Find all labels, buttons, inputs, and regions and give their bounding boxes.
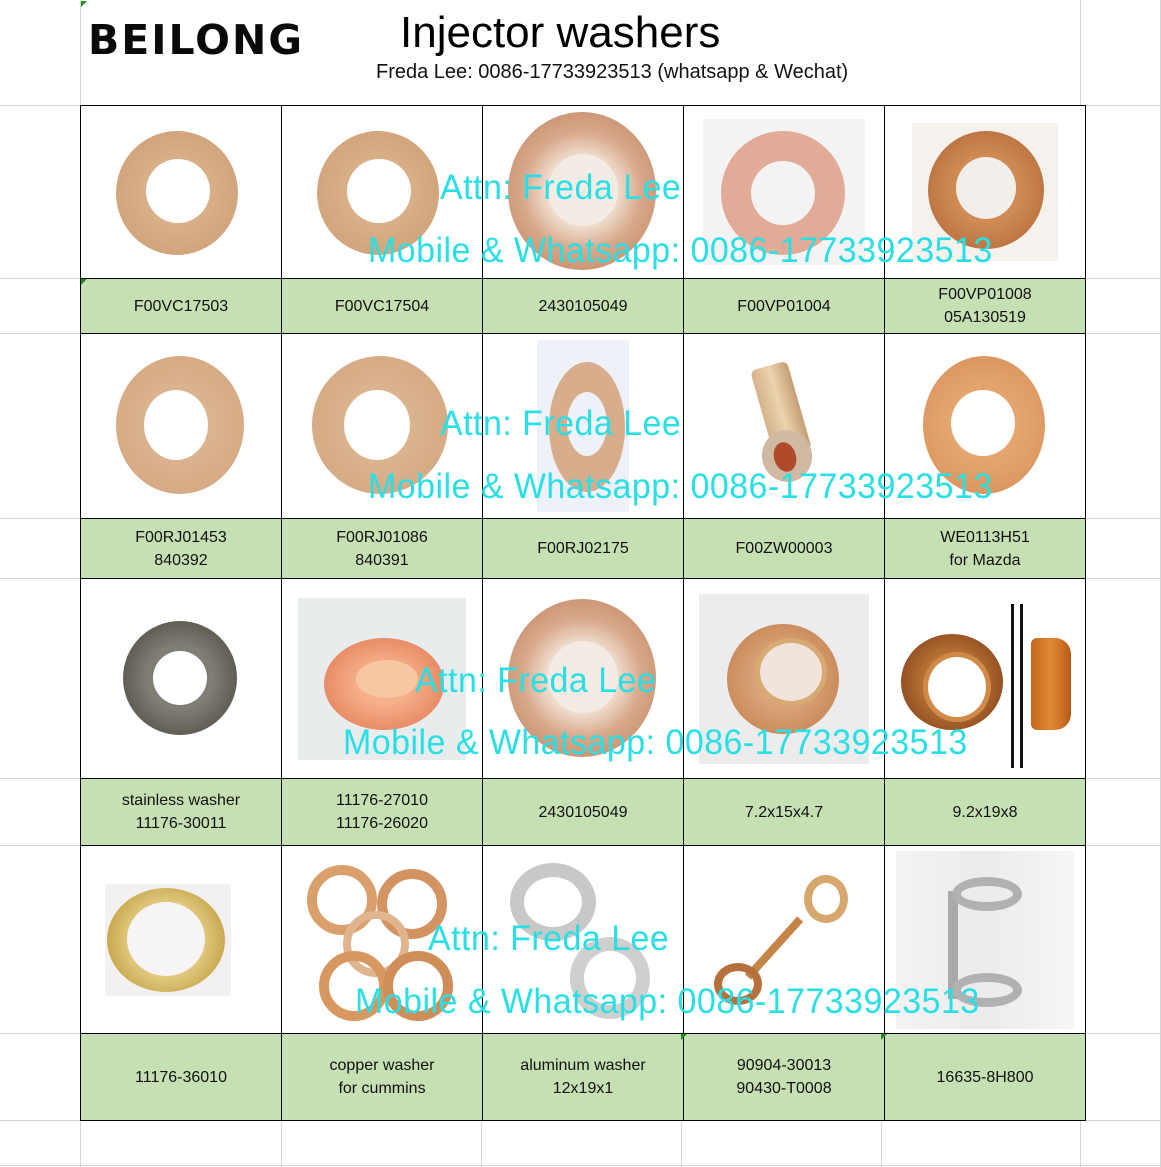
copper-washer-icon xyxy=(317,127,447,257)
grid-line xyxy=(881,1120,882,1167)
product-image-cell xyxy=(884,578,1086,779)
aluminum-washer-icon xyxy=(508,855,658,1025)
image-row xyxy=(80,578,1086,779)
part-number-cell: F00VC17504 xyxy=(281,278,483,334)
part-number-cell: F00VP01004 xyxy=(683,278,885,334)
grid-line xyxy=(0,278,80,279)
grid-line xyxy=(1080,1033,1161,1034)
grid-line xyxy=(1080,578,1161,579)
product-image-cell xyxy=(281,845,483,1034)
product-image-cell xyxy=(884,105,1086,279)
grid-line xyxy=(1080,278,1161,279)
part-number-cell: F00ZW00003 xyxy=(683,518,885,579)
product-image-cell xyxy=(482,845,684,1034)
product-image-cell xyxy=(281,578,483,779)
washer-with-side-view-icon xyxy=(895,594,1075,768)
product-image-cell xyxy=(80,333,282,519)
grid-line xyxy=(0,578,80,579)
product-image-cell xyxy=(482,333,684,519)
grid-line xyxy=(0,333,80,334)
page-title: Injector washers xyxy=(400,8,721,57)
product-image-cell xyxy=(482,105,684,279)
grid-line xyxy=(1080,845,1161,846)
grid-line xyxy=(0,778,80,779)
product-image-cell xyxy=(683,333,885,519)
image-row xyxy=(80,333,1086,519)
copper-washer-icon xyxy=(923,356,1047,496)
brass-ring-icon xyxy=(105,883,231,996)
grid-line xyxy=(0,1165,1161,1166)
product-table: F00VC17503 F00VC17504 2430105049 F00VP01… xyxy=(80,105,1086,1121)
image-row xyxy=(80,105,1086,279)
copper-wire-loop-icon xyxy=(704,865,864,1015)
grid-line xyxy=(0,845,80,846)
grid-line xyxy=(1080,333,1161,334)
part-number-cell: 9.2x19x8 xyxy=(884,778,1086,846)
grid-line xyxy=(1080,518,1161,519)
product-image-cell xyxy=(884,845,1086,1034)
part-number-cell: F00RJ02175 xyxy=(482,518,684,579)
part-number-cell: 16635-8H800 xyxy=(884,1033,1086,1121)
scalloped-washer-icon xyxy=(537,340,629,512)
product-image-cell xyxy=(80,578,282,779)
cell-comment-marker xyxy=(81,1,87,7)
cell-comment-marker xyxy=(81,279,87,285)
grid-line xyxy=(481,1120,482,1167)
grid-line xyxy=(681,1120,682,1167)
part-number-cell: 2430105049 xyxy=(482,278,684,334)
beveled-copper-washer-icon xyxy=(508,112,658,272)
part-number-cell: 7.2x15x4.7 xyxy=(683,778,885,846)
steel-washer-icon xyxy=(123,620,239,737)
product-image-cell xyxy=(80,845,282,1034)
grid-line xyxy=(0,518,80,519)
part-number-cell: 2430105049 xyxy=(482,778,684,846)
contact-line: Freda Lee: 0086-17733923513 (whatsapp & … xyxy=(376,61,849,83)
part-number-cell: 11176-36010 xyxy=(80,1033,282,1121)
grid-line xyxy=(0,1120,1161,1121)
part-number-cell: F00VC17503 xyxy=(80,278,282,334)
cell-comment-marker xyxy=(881,1034,887,1040)
product-image-cell xyxy=(683,845,885,1034)
product-image-cell xyxy=(683,578,885,779)
product-image-cell xyxy=(482,578,684,779)
copper-clip-rings-icon xyxy=(297,855,467,1025)
brand-logo: BEILONG xyxy=(88,16,304,64)
beveled-copper-washer-icon xyxy=(508,598,658,759)
steel-bracket-icon xyxy=(896,850,1074,1029)
product-image-cell xyxy=(683,105,885,279)
label-row: F00VC17503 F00VC17504 2430105049 F00VP01… xyxy=(80,278,1086,334)
copper-washer-icon xyxy=(312,356,452,496)
copper-washer-icon xyxy=(116,356,246,496)
pink-copper-washer-icon xyxy=(703,119,865,265)
product-image-cell xyxy=(884,333,1086,519)
grid-line xyxy=(1080,778,1161,779)
conical-washer-icon xyxy=(699,593,869,764)
bright-copper-washer-icon xyxy=(298,597,466,760)
flanged-sleeve-icon xyxy=(744,356,824,496)
product-image-cell xyxy=(281,105,483,279)
grid-line xyxy=(0,1033,80,1034)
copper-washer-icon xyxy=(116,127,246,257)
grid-line xyxy=(281,1120,282,1167)
product-image-cell xyxy=(281,333,483,519)
product-image-cell xyxy=(80,105,282,279)
dark-copper-washer-icon xyxy=(912,123,1058,261)
cell-comment-marker xyxy=(681,1034,687,1040)
image-row xyxy=(80,845,1086,1034)
